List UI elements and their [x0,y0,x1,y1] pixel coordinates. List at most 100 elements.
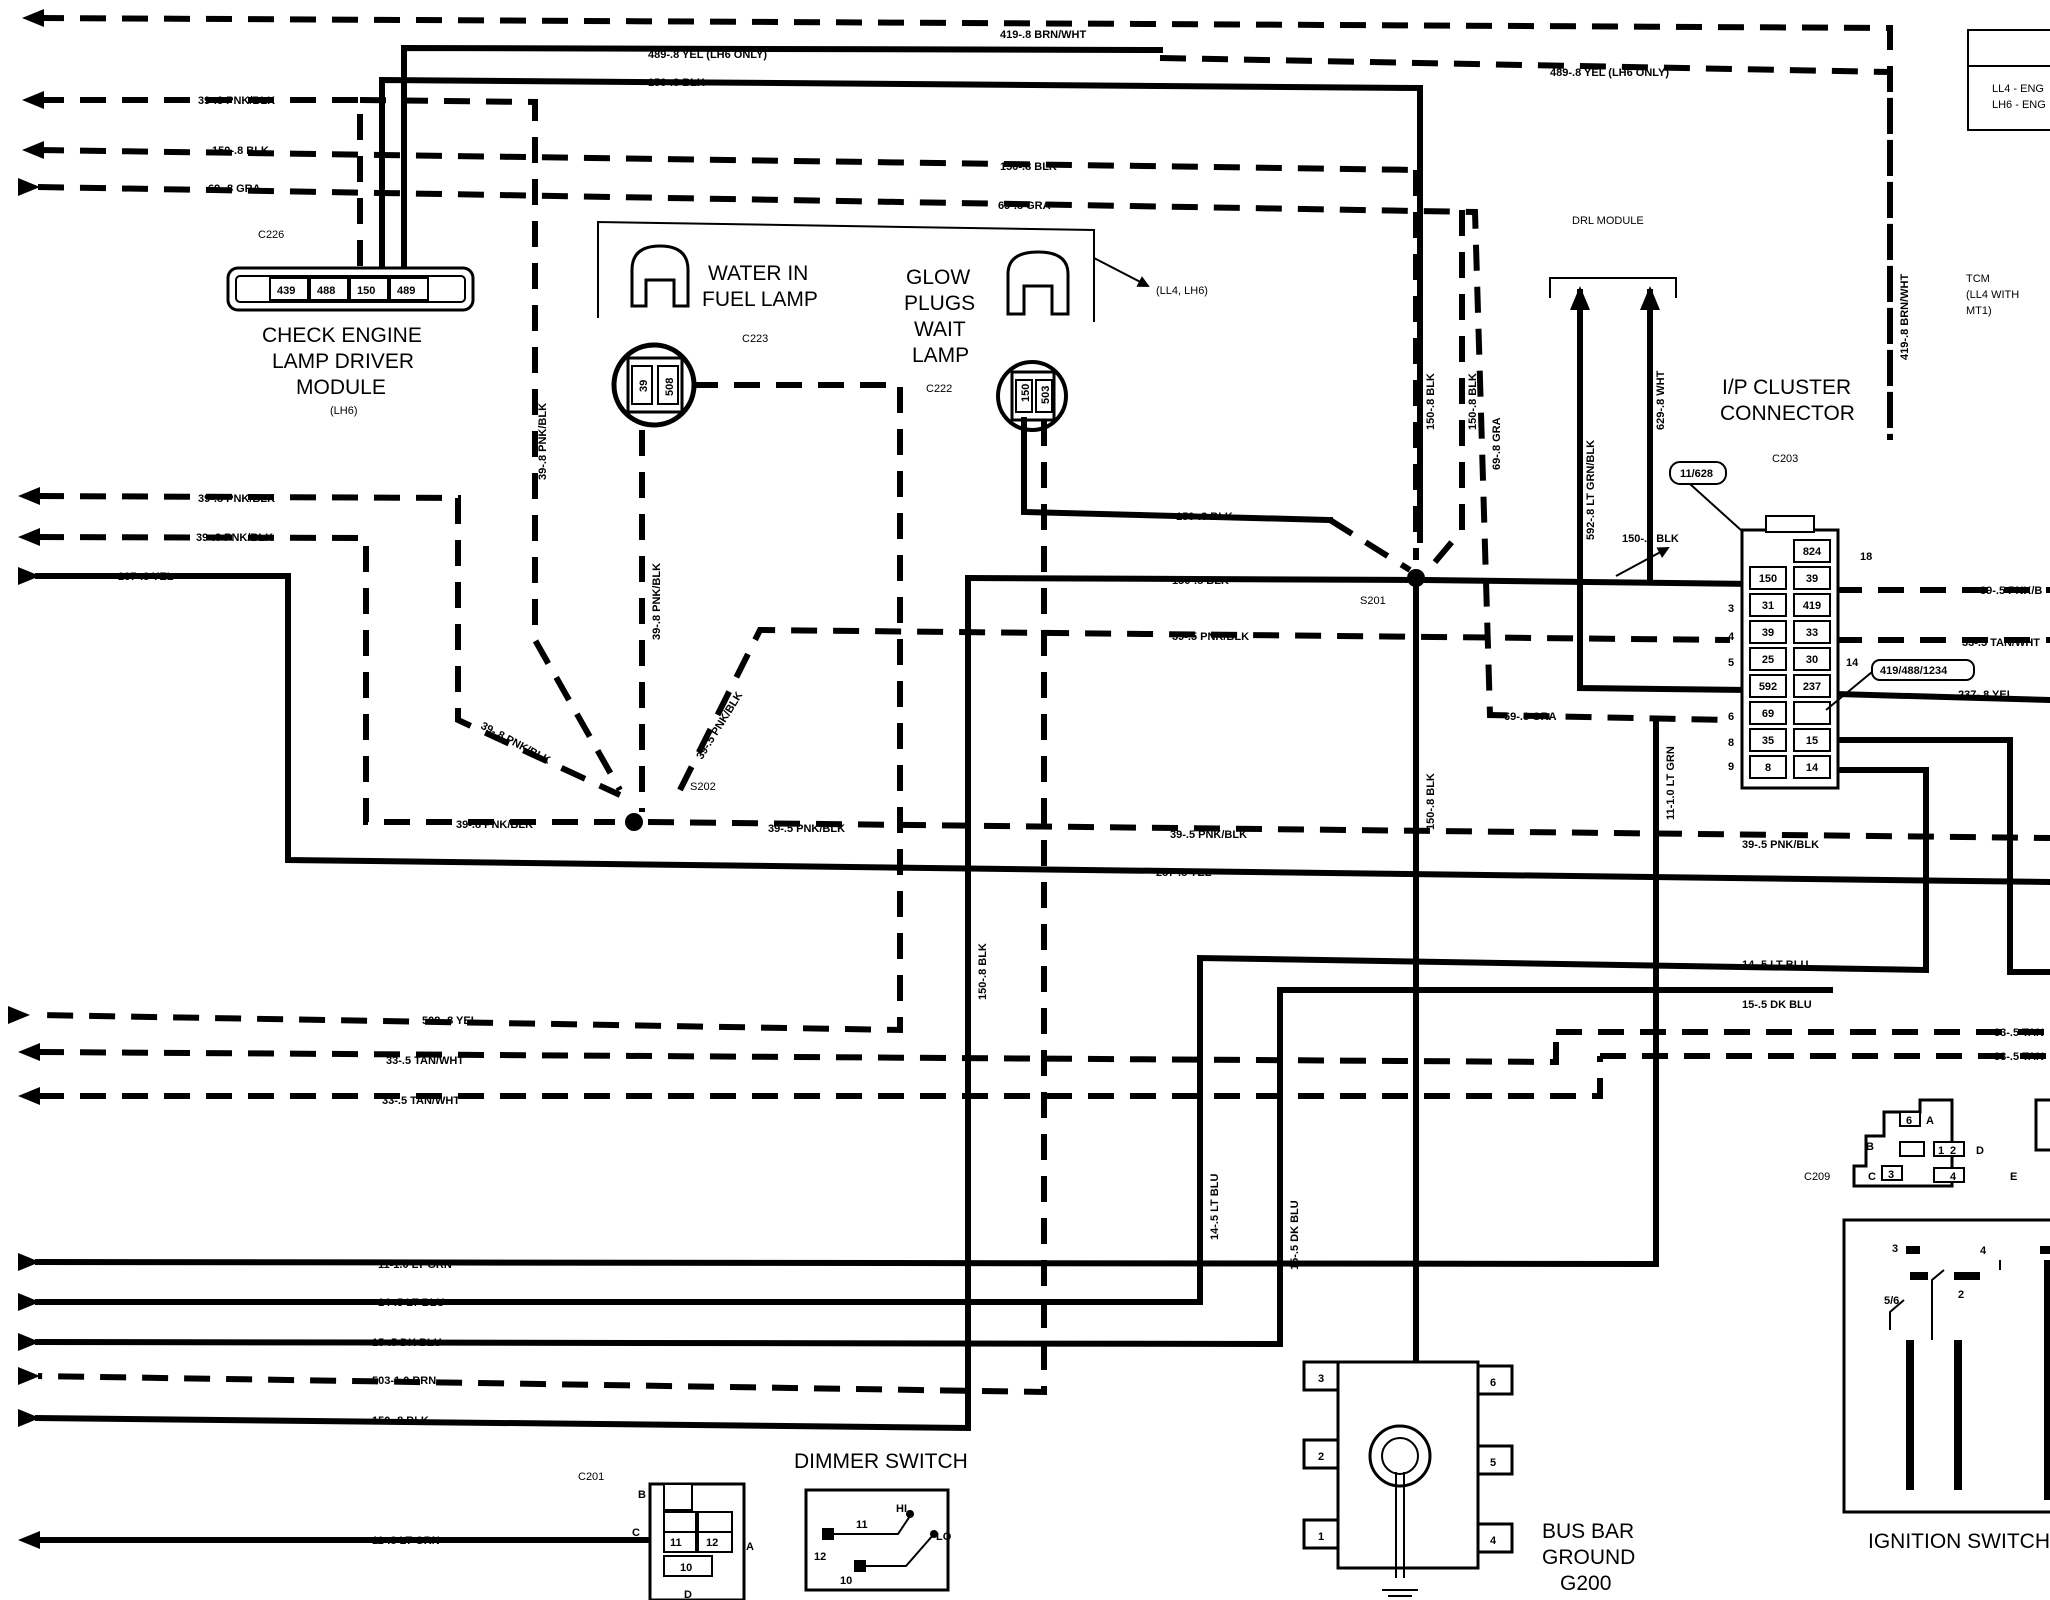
ip-cluster-connector: I/P CLUSTER CONNECTOR C203 11/628 150313… [1669,376,1975,790]
connector-c226: C226 [258,229,284,241]
wire-label-69-mid: 69-.8 GRA [998,200,1051,212]
c203-right-pin: 14 [1806,762,1819,774]
c203-left-pin: 8 [1765,762,1771,774]
c203-right-pin: 33 [1806,627,1818,639]
wire-label-33-r1: 33-.5 TAN/WHT [1962,637,2040,649]
tcm-line-3: MT1) [1966,305,1992,317]
wire-label-39-l1: 39-.8 PNK/BLK [198,493,275,505]
c203-left-pin: 150 [1759,573,1777,585]
wire-label-237-right: 237-.8 YEL [1958,689,2014,701]
c203-right-pin: 419 [1803,600,1821,612]
wire-label-150-mid: 150-.8 BLK [1000,161,1057,173]
c203-left-pin: 31 [1762,600,1774,612]
wire-label-39-l2: 39-.8 PNK/BLK [196,532,273,544]
bus-bar-ground: 3 6 2 5 1 4 BUS BAR GROUND G200 [1302,1360,1635,1597]
ign-pin-4: 4 [1980,1245,1987,1257]
wire-label-14-h: 14-.5 LT BLU [1742,959,1808,971]
wire-label-150-v1: 150-.8 BLK [1425,373,1437,430]
wire-label-33-l1: 33-.5 TAN/WHT [386,1055,464,1067]
wire-label-39-right: 39-.5 PNK/BLK [1742,839,1819,851]
c201-pin-12: 12 [706,1537,718,1549]
wire-label-150-v2: 150-.8 BLK [1467,373,1479,430]
c209-pin-4: 4 [1950,1171,1957,1183]
c203-right-pin-box [1793,674,1831,698]
c226-pin-4: 489 [397,285,415,297]
module-title-3: MODULE [296,376,386,399]
splice-s201: S201 [1360,595,1386,607]
c203-side-number: 4 [1728,631,1735,643]
connector-c223: C223 39 508 [611,333,768,428]
wire-label-592: 592-.8 LT GRN/BLK [1585,440,1597,540]
wire-label-69-bot: 69-.8 GRA [1504,711,1557,723]
wire-label-489-b: 489-.8 YEL (LH6 ONLY) [1550,67,1669,79]
wire-label-150-b: 150-.8 BLK [372,1415,429,1427]
c201-letter-c: C [632,1527,640,1539]
glow-lamp-title-1: GLOW [906,266,970,289]
wire-label-69-left: 69-.8 GRA [208,183,261,195]
wires-top: 419-.8 BRN/WHT 489-.8 YEL (LH6 ONLY) 489… [18,9,1893,792]
water-lamp-title-2: FUEL LAMP [702,288,818,311]
wire-label-15-v: 15-.5 DK BLU [1289,1200,1301,1270]
wire-label-11-b: 11-1.0 LT GRN [378,1259,452,1271]
tcm: TCM (LL4 WITH MT1) [1966,273,2019,317]
dimmer-pin-11: 11 [856,1519,868,1531]
wire-label-39-mid2: 39-.5 PNK/BLK [1170,829,1247,841]
c209-pin-1: 1 [1938,1145,1944,1157]
c203-right-pin: 30 [1806,654,1818,666]
wire-label-419-vert: 419-.8 BRN/WHT [1899,274,1911,360]
dimmer-title: DIMMER SWITCH [794,1450,968,1473]
c203-left-pin-box [1749,566,1787,590]
c209-letter-d: D [1976,1145,1984,1157]
wire-label-15-h: 15-.5 DK BLU [1742,999,1812,1011]
splice-s202: S202 [690,781,716,793]
ign-pin-3: 3 [1892,1243,1898,1255]
wires-middle: 508-.8 YEL 39-.8 PNK/BLK 39-.8 PNK/BLK 3… [8,170,2050,1549]
c203-side-number: 6 [1728,711,1734,723]
glow-lamp-title-2: PLUGS [904,292,975,315]
bus-pin-5: 5 [1490,1457,1496,1469]
c203-left-pin-box [1749,728,1787,752]
c203-left-pin: 25 [1762,654,1774,666]
c203-right-pin-box [1793,566,1831,590]
c226-pin-2: 488 [317,285,335,297]
c201-letter-b: B [638,1489,646,1501]
c209-letter-a: A [1926,1115,1934,1127]
c201-label: C201 [578,1471,604,1483]
wire-label-11-c201: 11-.8 LT GRN [372,1535,440,1547]
wire-label-39-left: 39-.8 PNK/BLK [198,95,275,107]
c203-left-pin: 35 [1762,735,1774,747]
bus-pin-3: 3 [1318,1373,1324,1385]
wire-label-39-mid: 39-.5 PNK/BLK [1172,631,1249,643]
c223-pin-1: 39 [638,380,650,392]
wire-label-237-l: 237-.8 YEL [118,571,174,583]
engine-code-box: LL4 - ENG LH6 - ENG [1967,29,2050,131]
module-title-2: LAMP DRIVER [272,350,414,373]
wire-label-39-v1: 39-.8 PNK/BLK [651,563,663,640]
check-engine-module: C226 439 488 150 489 CHECK ENGINE LAMP D… [226,229,475,417]
c203-right-pin-box [1793,701,1831,725]
c203-left-pin: 69 [1762,708,1774,720]
module-title-1: CHECK ENGINE [262,324,422,347]
c203-side-number: 5 [1728,657,1734,669]
bus-bar-title-2: GROUND [1542,1546,1635,1569]
lamp-box: (LL4, LH6) WATER IN FUEL LAMP GLOW PLUGS… [597,220,1208,367]
wire-label-14-v: 14-.5 LT BLU [1209,1174,1221,1240]
c203-right-pin-box [1793,755,1831,779]
c203-right-pin-box [1793,593,1831,617]
c209-pin-6: 6 [1906,1115,1912,1127]
wire-label-237-mid: 237-.8 YEL [1156,867,1212,879]
c203-right-pin-box [1793,647,1831,671]
c203-label: C203 [1772,453,1798,465]
bus-pin-4: 4 [1490,1535,1497,1547]
connector-c209: C209 6 1 2 3 4 A B C D E [1804,1098,2050,1188]
c209-letter-c: C [1868,1171,1876,1183]
ip-callout-right: 419/488/1234 [1880,665,1948,677]
c203-right-pin-box [1793,728,1831,752]
wire-label-150-v4: 150-.8 BLK [977,943,989,1000]
c203-side-number: 3 [1728,603,1734,615]
ign-pin-56: 5/6 [1884,1295,1899,1307]
wire-label-39-s202l: 39-.8 PNK/BLK [456,819,533,831]
connector-c201: C201 B C A D 11 12 10 [578,1471,754,1600]
wire-label-489-a: 489-.8 YEL (LH6 ONLY) [648,49,767,61]
